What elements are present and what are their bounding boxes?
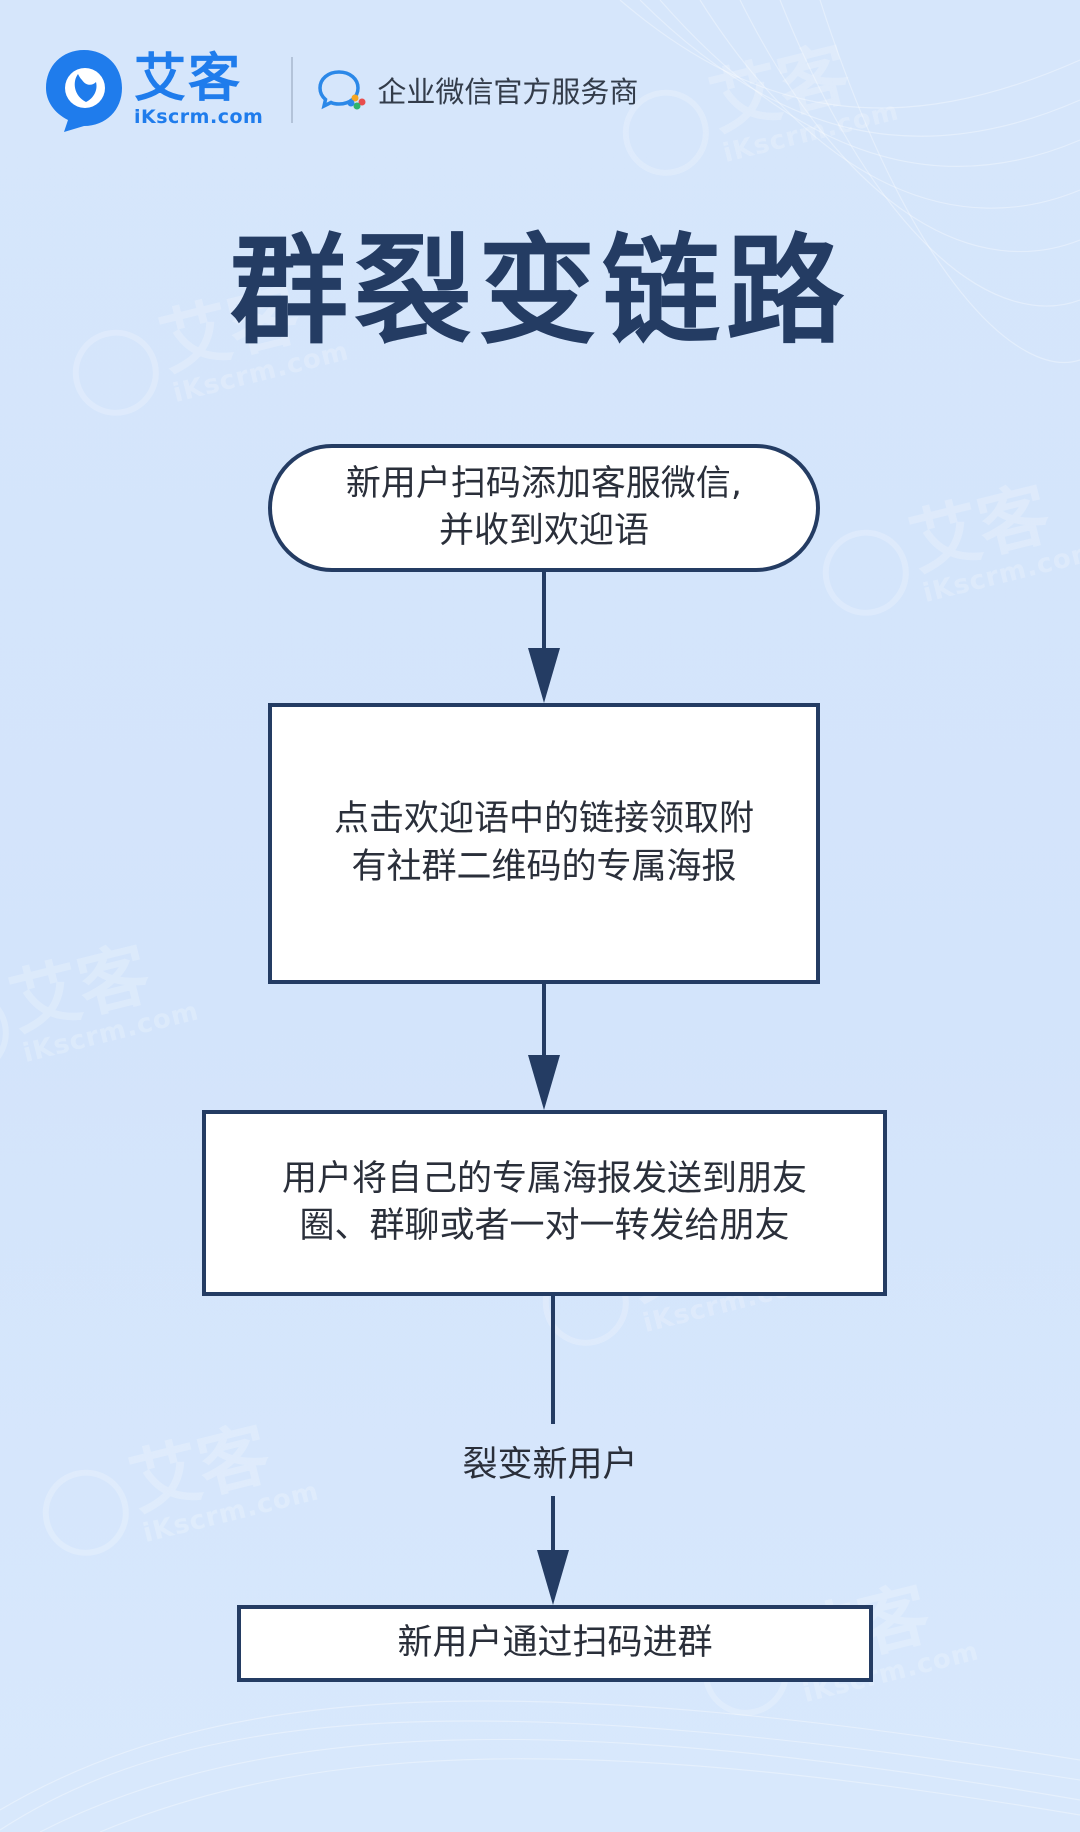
wecom-icon: [318, 70, 366, 110]
brand-logo-icon: [46, 50, 122, 132]
arrowhead-icon: [528, 1055, 560, 1110]
connector-2: [528, 984, 560, 1110]
header-divider: [291, 57, 294, 123]
header: 艾客 iKscrm.com 企业微信官方服务商: [42, 40, 638, 140]
brand-domain: iKscrm.com: [134, 106, 264, 129]
flow-node-text: 用户将自己的专属海报发送到朋友 圈、群聊或者一对一转发给朋友: [281, 1158, 807, 1246]
tagline: 企业微信官方服务商: [377, 75, 639, 109]
page-title: 群裂变链路: [229, 222, 850, 360]
arrowhead-icon: [537, 1550, 569, 1605]
brand-name: 艾客: [134, 48, 243, 109]
edge-label: 裂变新用户: [462, 1445, 638, 1485]
arrowhead-icon: [528, 648, 560, 703]
flow-node-text: 点击欢迎语中的链接领取附 有社群二维码的专属海报: [333, 799, 754, 887]
flow-node-join-group: 新用户通过扫码进群: [237, 1605, 873, 1682]
flow-node-start: 新用户扫码添加客服微信, 并收到欢迎语: [268, 444, 820, 572]
connector-3: [537, 1296, 569, 1605]
flow-node-claim-poster: 点击欢迎语中的链接领取附 有社群二维码的专属海报: [268, 703, 820, 984]
flow-node-text: 新用户通过扫码进群: [397, 1622, 713, 1663]
flow-node-share-poster: 用户将自己的专属海报发送到朋友 圈、群聊或者一对一转发给朋友: [202, 1110, 887, 1296]
connector-1: [528, 572, 560, 703]
flow-node-text: 新用户扫码添加客服微信, 并收到欢迎语: [345, 463, 743, 551]
